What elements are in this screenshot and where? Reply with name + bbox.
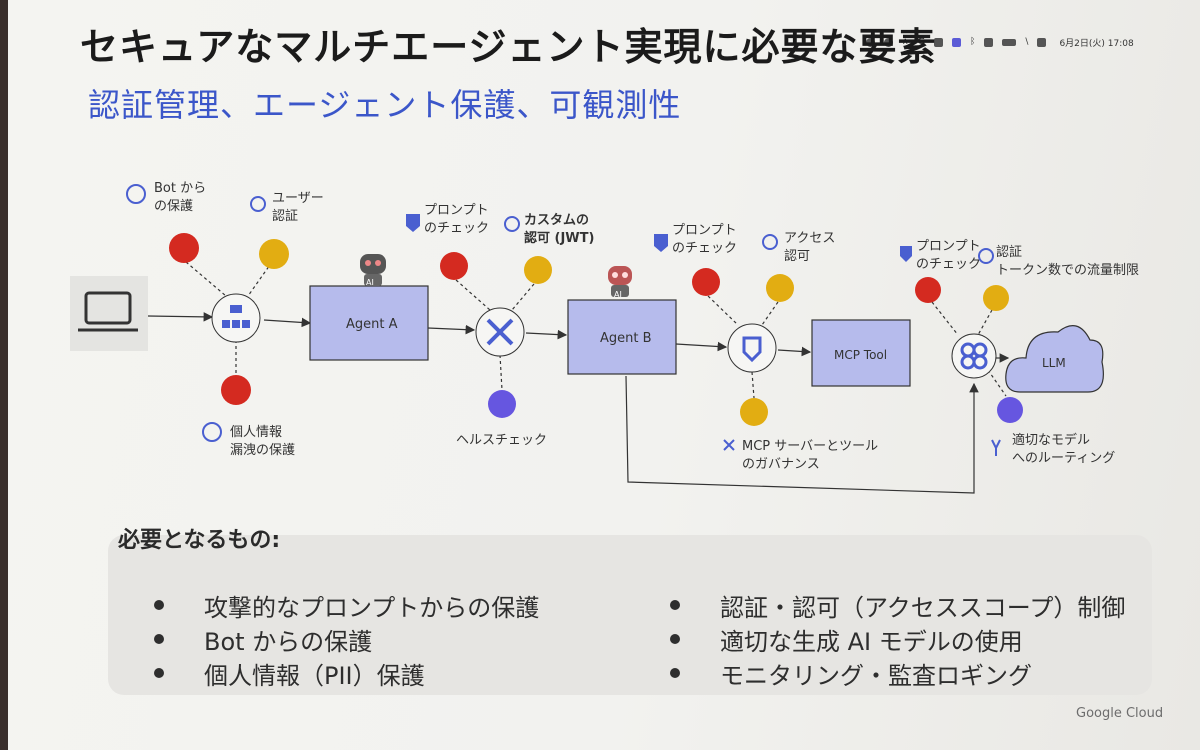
app-icon[interactable] [933, 37, 943, 47]
label-model-routing: 適切なモデル へのルーティング [1012, 433, 1116, 466]
requirement-item: 適切な生成 AI モデルの使用 [670, 622, 1023, 657]
laptop-icon [70, 276, 148, 351]
slide-subtitle: 認証管理、エージェント保護、可観測性 [88, 86, 682, 124]
pii-search-icon [202, 422, 222, 442]
label-access-authz: アクセス 認可 [784, 231, 836, 264]
robot-icon-a [360, 254, 386, 286]
shield-icon-2 [654, 234, 668, 252]
system-tray: ∧ G ᛒ \ 6月2日(火) 17:08 [866, 32, 1156, 52]
label-prompt-check-3: プロンプト のチェック [916, 239, 982, 272]
user-icon-2 [504, 216, 520, 232]
ai-badge-b: AI [614, 290, 622, 299]
shield-icon-3 [900, 246, 912, 262]
robot-icon-b [608, 266, 632, 297]
battery-icon[interactable] [1002, 38, 1017, 46]
label-icons [126, 184, 1001, 456]
agent-b-node[interactable] [567, 299, 677, 375]
ai-badge-a: AI [366, 278, 374, 287]
cloud-icon[interactable] [884, 37, 893, 47]
bot-shield-icon [126, 184, 146, 204]
bluetooth-icon[interactable]: ᛒ [969, 37, 976, 47]
requirement-item: モニタリング・監査ロギング [670, 656, 1032, 691]
divider-icon: \ [1025, 37, 1029, 47]
requirements-panel [108, 535, 1152, 695]
user-icon-3 [762, 234, 778, 250]
requirement-item: 攻撃的なプロンプトからの保護 [153, 588, 539, 623]
user-icon-4 [978, 248, 994, 264]
purple-markers [488, 390, 1023, 423]
ai-gateway-hub[interactable] [951, 333, 997, 379]
red-markers [169, 233, 941, 405]
yellow-markers [259, 239, 1009, 426]
sparkle-icon[interactable] [866, 37, 875, 47]
label-health-check: ヘルスチェック [456, 433, 548, 448]
agent-b-label: Agent B [600, 331, 652, 346]
chevron-up-icon[interactable]: ∧ [902, 37, 909, 47]
flow-arrows [147, 312, 1010, 494]
service-mesh-hub[interactable] [475, 307, 525, 357]
label-mcp-governance: MCP サーバーとツール のガバナンス [742, 439, 879, 472]
agent-a-label: Agent A [346, 317, 398, 332]
agent-a-node[interactable] [309, 285, 429, 361]
label-pii-protection: 個人情報 漏洩の保護 [230, 425, 296, 458]
mcp-tool-node[interactable] [811, 319, 911, 387]
governance-icon [723, 439, 735, 451]
label-custom-authz: カスタムの 認可 (JWT) [524, 213, 595, 246]
label-user-auth: ユーザー 認証 [272, 191, 324, 224]
ime-icon[interactable] [984, 37, 994, 47]
google-cloud-logo: Google Cloud [1076, 706, 1164, 721]
shield-icon [406, 214, 420, 232]
label-token-rate-limit: 認証 トークン数での流量制限 [996, 245, 1140, 278]
mcp-gateway-hub[interactable] [727, 323, 777, 373]
requirement-item: 個人情報（PII）保護 [154, 656, 425, 691]
requirement-item: 認証・認可（アクセススコープ）制御 [669, 588, 1125, 623]
network-icon[interactable] [1037, 37, 1047, 47]
label-prompt-check-1: プロンプト のチェック [424, 203, 490, 236]
slide: ∧ G ᛒ \ 6月2日(火) 17:08 セキュアなマルチエージェント実現に必… [8, 0, 1200, 750]
label-bot-protection: Bot から の保護 [154, 181, 207, 214]
architecture-diagram [70, 184, 1104, 494]
label-prompt-check-2: プロンプト のチェック [672, 223, 738, 256]
active-window-icon[interactable] [951, 37, 961, 47]
requirements-heading: 必要となるもの: [118, 528, 281, 553]
clock[interactable]: 6月2日(火) 17:08 [1059, 38, 1134, 49]
mcp-tool-label: MCP Tool [834, 348, 888, 362]
routing-icon [991, 439, 1001, 456]
llm-label: LLM [1042, 356, 1066, 370]
requirement-item: Bot からの保護 [153, 622, 372, 657]
google-icon[interactable]: G [917, 37, 925, 47]
load-balancer-hub[interactable] [211, 293, 261, 343]
slide-title: セキュアなマルチエージェント実現に必要な要素 [80, 25, 937, 69]
llm-cloud-node[interactable] [1005, 325, 1104, 393]
user-icon [250, 196, 266, 212]
